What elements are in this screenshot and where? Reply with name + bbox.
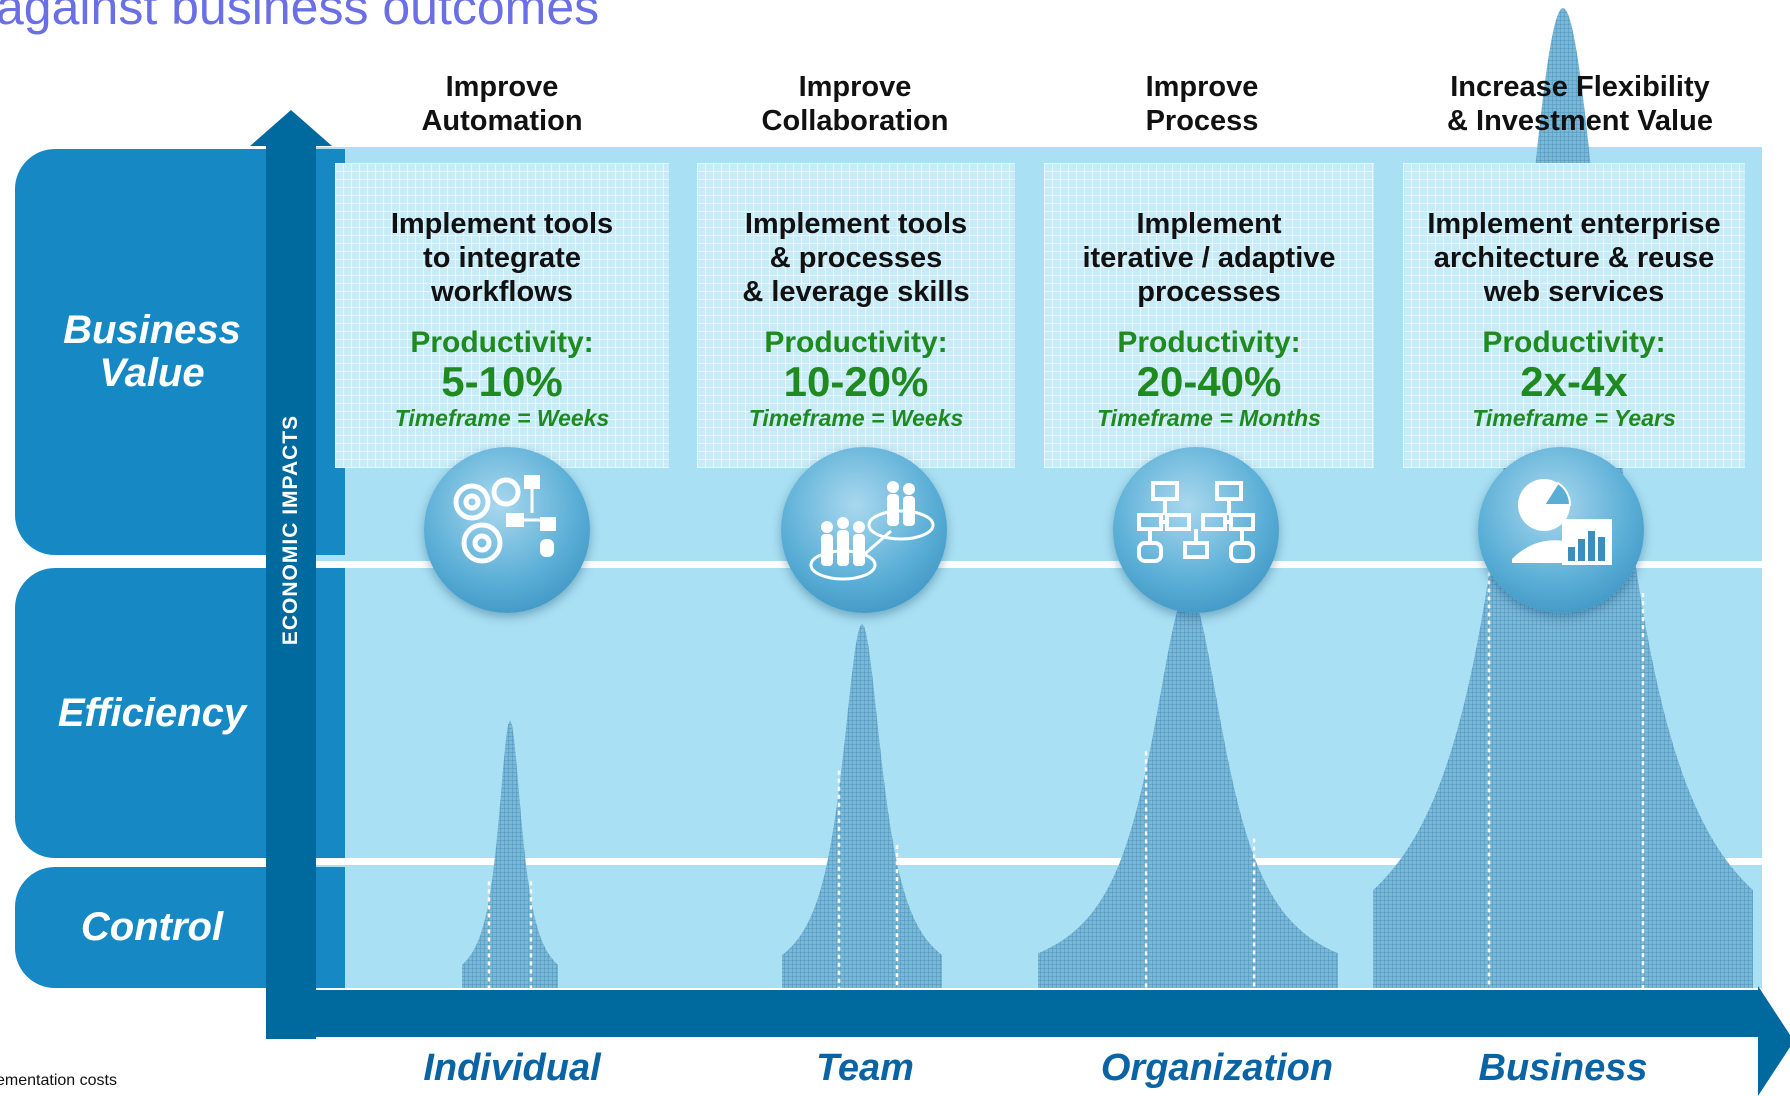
y-axis-label: ECONOMIC IMPACTS <box>279 414 302 646</box>
y-axis-arrowhead <box>250 110 332 146</box>
productivity-value: 2x-4x <box>1520 358 1628 405</box>
band-divider-top <box>316 561 1762 568</box>
productivity-label: Productivity: <box>1482 326 1666 359</box>
pie-bar-chart-icon <box>1478 447 1644 613</box>
process-flow-icon <box>1113 447 1279 613</box>
tier-label: Business <box>63 308 241 352</box>
productivity-label: Productivity: <box>1117 326 1301 359</box>
productivity-value: 5-10% <box>441 358 563 405</box>
timeframe: Timeframe = Months <box>1097 405 1321 431</box>
gears-workflow-icon <box>424 447 590 613</box>
tier-label: Control <box>80 905 224 949</box>
x-axis-arrowhead <box>1758 986 1790 1096</box>
card-collaboration: Implement tools& processes& leverage ski… <box>697 163 1015 468</box>
people-group-icon <box>781 447 947 613</box>
slide-title: against business outcomes <box>0 0 600 35</box>
productivity-value: 10-20% <box>783 358 929 405</box>
footnote: ementation costs <box>0 1072 117 1089</box>
x-label-individual: Individual <box>423 1047 601 1089</box>
timeframe: Timeframe = Weeks <box>748 405 964 431</box>
timeframe: Timeframe = Years <box>1472 405 1676 431</box>
x-label-organization: Organization <box>1100 1047 1334 1089</box>
x-axis <box>266 990 1761 1037</box>
band-divider-bottom <box>316 858 1762 865</box>
column-header-flexibility: Increase Flexibility& Investment Value <box>1447 71 1713 137</box>
productivity-label: Productivity: <box>410 326 594 359</box>
timeframe: Timeframe = Weeks <box>394 405 610 431</box>
card-description: Implement tools& processes& leverage ski… <box>742 208 970 308</box>
x-label-business: Business <box>1478 1047 1648 1089</box>
control-band <box>316 865 1762 988</box>
tier-label: Value <box>99 351 205 395</box>
y-axis <box>266 142 316 1039</box>
productivity-value: 20-40% <box>1136 358 1282 405</box>
productivity-label: Productivity: <box>764 326 948 359</box>
x-label-team: Team <box>816 1047 914 1089</box>
tier-label: Efficiency <box>57 690 247 735</box>
